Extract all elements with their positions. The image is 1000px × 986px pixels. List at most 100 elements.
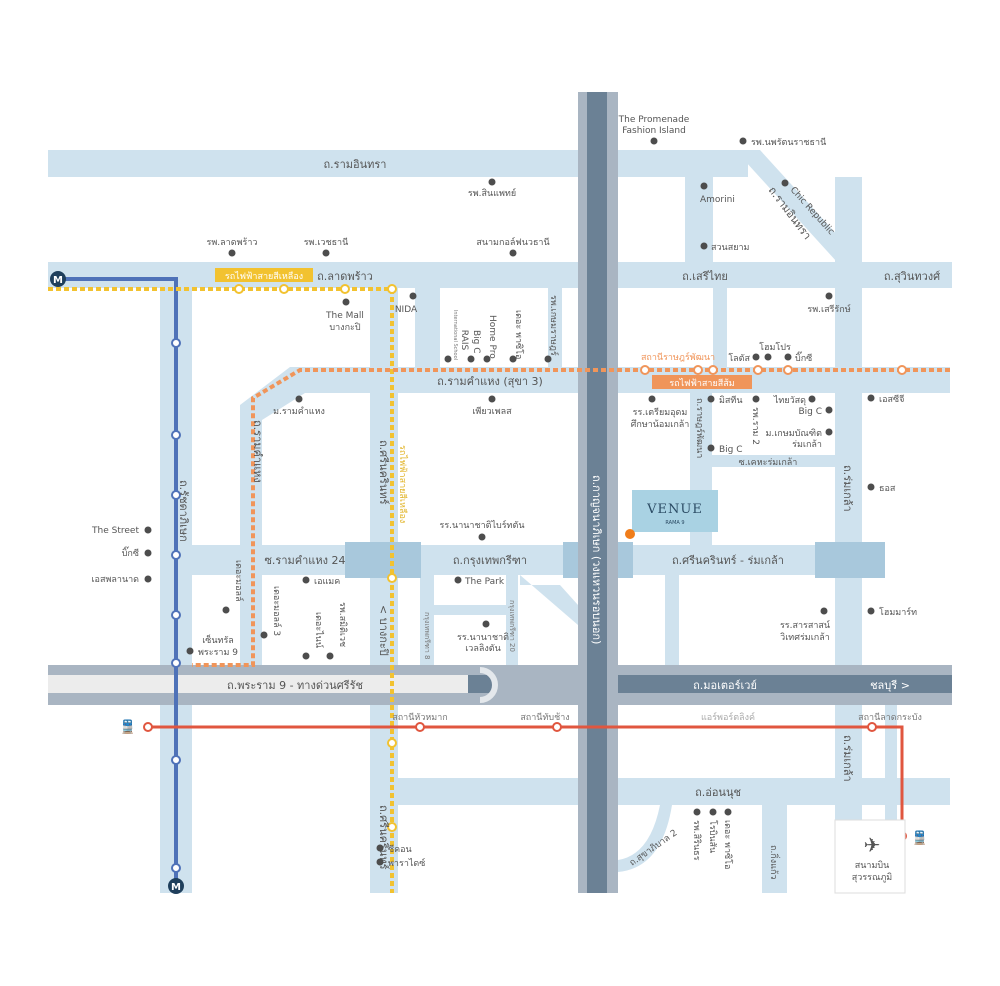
airport-label: สุวรรณภูมิ (852, 872, 892, 883)
poi-label: โฮมโปร (759, 342, 791, 353)
poi-label: รพ.สิรินธร (691, 820, 702, 861)
label-kheha-romklao: ซ.เคหะร่มเกล้า (739, 457, 798, 468)
road-minor (685, 177, 713, 262)
poi-label: รพ.เสรีรักษ์ (807, 303, 850, 315)
label-romklao-lower: ถ.ร่มเกล้า (841, 735, 854, 782)
poi-label: ไทยวัสดุ (773, 395, 806, 406)
road-minor (713, 288, 727, 368)
poi-label: รพ.สมิติเวช (337, 602, 348, 647)
label-rama9: ถ.พระราม 9 - ทางด่วนศรีรัช (227, 679, 363, 692)
train-icon: 🚆 (912, 830, 928, 846)
svg-text:M: M (53, 275, 63, 286)
poi-label: บิ๊กซี (795, 351, 812, 364)
road-minor (520, 575, 578, 625)
mrt-stations (171, 338, 181, 873)
road-onnut (398, 778, 950, 805)
poi-label: รพ.เกษมราษฎร์ (548, 295, 560, 356)
kanchanaphisek-elevated (587, 92, 607, 893)
road-ladprao (48, 262, 952, 288)
poi-label: เวลลิงตัน (465, 643, 501, 654)
poi-label: ธอส (879, 484, 896, 494)
svg-text:M: M (171, 882, 181, 893)
poi-label: รร.นานาชาติไบร์ทตัน (440, 519, 525, 531)
rama9-elevated (48, 675, 468, 693)
station-ratpattana: สถานีราษฎร์พัฒนา (641, 351, 715, 363)
poi-label: ม.เกษมบัณฑิต (765, 428, 822, 439)
poi-label: บิ๊กซี (122, 546, 139, 559)
poi-label: The Street (91, 526, 139, 536)
poi-label: Big C (471, 330, 481, 354)
label-ramintra: ถ.รามอินทรา (324, 158, 387, 171)
yellow-line: รถไฟฟ้าสายสีเหลือง รถไฟฟ้าสายสีเหลือง (48, 268, 408, 893)
label-serithai: ถ.เสรีไทย (682, 270, 728, 283)
yellow-line-badge (215, 268, 313, 282)
mrt-blue-line: M M (50, 271, 184, 894)
poi-label: เซ็นทรัล (202, 633, 234, 646)
road-ramintra-diagonal (735, 150, 862, 262)
station-huamak: สถานีหัวหมาก (392, 712, 448, 723)
road-minor (415, 288, 440, 368)
road-kingkaew (762, 805, 787, 893)
label-ramkhamhaeng-su3: ถ.รามคำแหง (สุขา 3) (437, 375, 543, 388)
poi-label: The Mall (325, 311, 364, 321)
rama9-ramp (468, 675, 492, 693)
poi-label: บางกะปิ (329, 322, 360, 333)
label-romklao-upper: ถ.ร่มเกล้า (841, 465, 854, 512)
poi-label: สนามกอล์ฟนวธานี (476, 236, 549, 248)
poi-label: Big C (798, 407, 822, 417)
poi-label: โลตัส (728, 353, 750, 364)
station-thapchang: สถานีทับช้าง (520, 712, 569, 723)
label-soi-ram24: ซ.รามคำแหง 24 (264, 554, 345, 567)
road-minor (665, 575, 679, 665)
yellow-line-vertical-label: รถไฟฟ้าสายสีเหลือง (397, 445, 408, 523)
label-kingkaew: ถ.กิ่งแก้ว (768, 845, 781, 879)
road-minor (548, 288, 562, 368)
mrt-icon: M (50, 271, 66, 287)
airplane-icon: ✈ (864, 833, 881, 857)
label-srinakarin-lower: ถ.ศรีนครินทร์ (377, 805, 390, 870)
train-icon: 🚆 (120, 719, 136, 735)
label-ladprao: ถ.ลาดพร้าว (317, 270, 373, 283)
label-ratchada: ถ.รัชดาภิเษก (177, 480, 190, 542)
poi-label: เดอะไนน์ (313, 612, 325, 648)
poi-label: รพ.สินแพทย์ (468, 187, 516, 199)
poi-label: รร.นานาชาติ (457, 632, 509, 643)
poi-label: รร.เตรียมอุดม (633, 407, 688, 418)
label-bangkapi: < บางกะปิ (377, 605, 390, 656)
poi-label: The Park (464, 577, 505, 587)
poi-label: รพ.ลาดพร้าว (207, 237, 258, 248)
label-srinakarin-romklao: ถ.ศรีนครินทร์ - ร่มเกล้า (672, 554, 784, 567)
airport-label: สนามบิน (855, 860, 890, 871)
road-ramintra (48, 150, 748, 177)
airport-rail-link: 🚆 🚆 สถานีหัวหมาก สถานีทับช้าง แอร์พอร์ตล… (120, 711, 928, 846)
label-motorway: ถ.มอเตอร์เวย์ (693, 679, 757, 692)
poi-label: เอสพลานาด (91, 575, 139, 585)
label-onnut: ถ.อ่อนนุช (695, 786, 741, 799)
road-minor (420, 575, 434, 665)
label-kk8: กรุงเทพกรีฑา 8 (423, 612, 431, 659)
poi-label: ร่มเกล้า (792, 439, 822, 450)
poi-label: โฮมมาร์ท (879, 606, 917, 618)
poi-label: เดอะมอลล์ 3 (271, 586, 283, 636)
label-kk20: กรุงเทพกรีฑา 20 (508, 600, 516, 652)
poi-label: เดอะ พาซิโอ (513, 310, 524, 359)
poi-label: พาราไดซ์ (388, 857, 425, 869)
poi-label: NIDA (395, 305, 418, 315)
road-minor (506, 575, 518, 665)
poi-label: เดอะมอลล์ (233, 560, 245, 602)
interchange (345, 542, 421, 578)
poi-label: The Promenade (618, 115, 690, 125)
poi-label: ศึกษาน้อมเกล้า (631, 419, 690, 430)
label-krungthep-kreetha: ถ.กรุงเทพกรีฑา (453, 554, 527, 567)
poi-label: พระราม 9 (198, 648, 238, 658)
orange-line-badge (652, 375, 752, 389)
poi-label: ซีคอน (388, 844, 412, 855)
road-sukhaphiban2 (618, 805, 672, 872)
poi-dots (144, 137, 875, 866)
mrt-icon: M (168, 878, 184, 894)
poi-label: เอสซีจี (879, 394, 904, 405)
venue-sub: RAMA 9 (665, 520, 684, 526)
label-chonburi: ชลบุรี > (870, 679, 910, 692)
poi-label: มิสทีน (719, 395, 743, 406)
